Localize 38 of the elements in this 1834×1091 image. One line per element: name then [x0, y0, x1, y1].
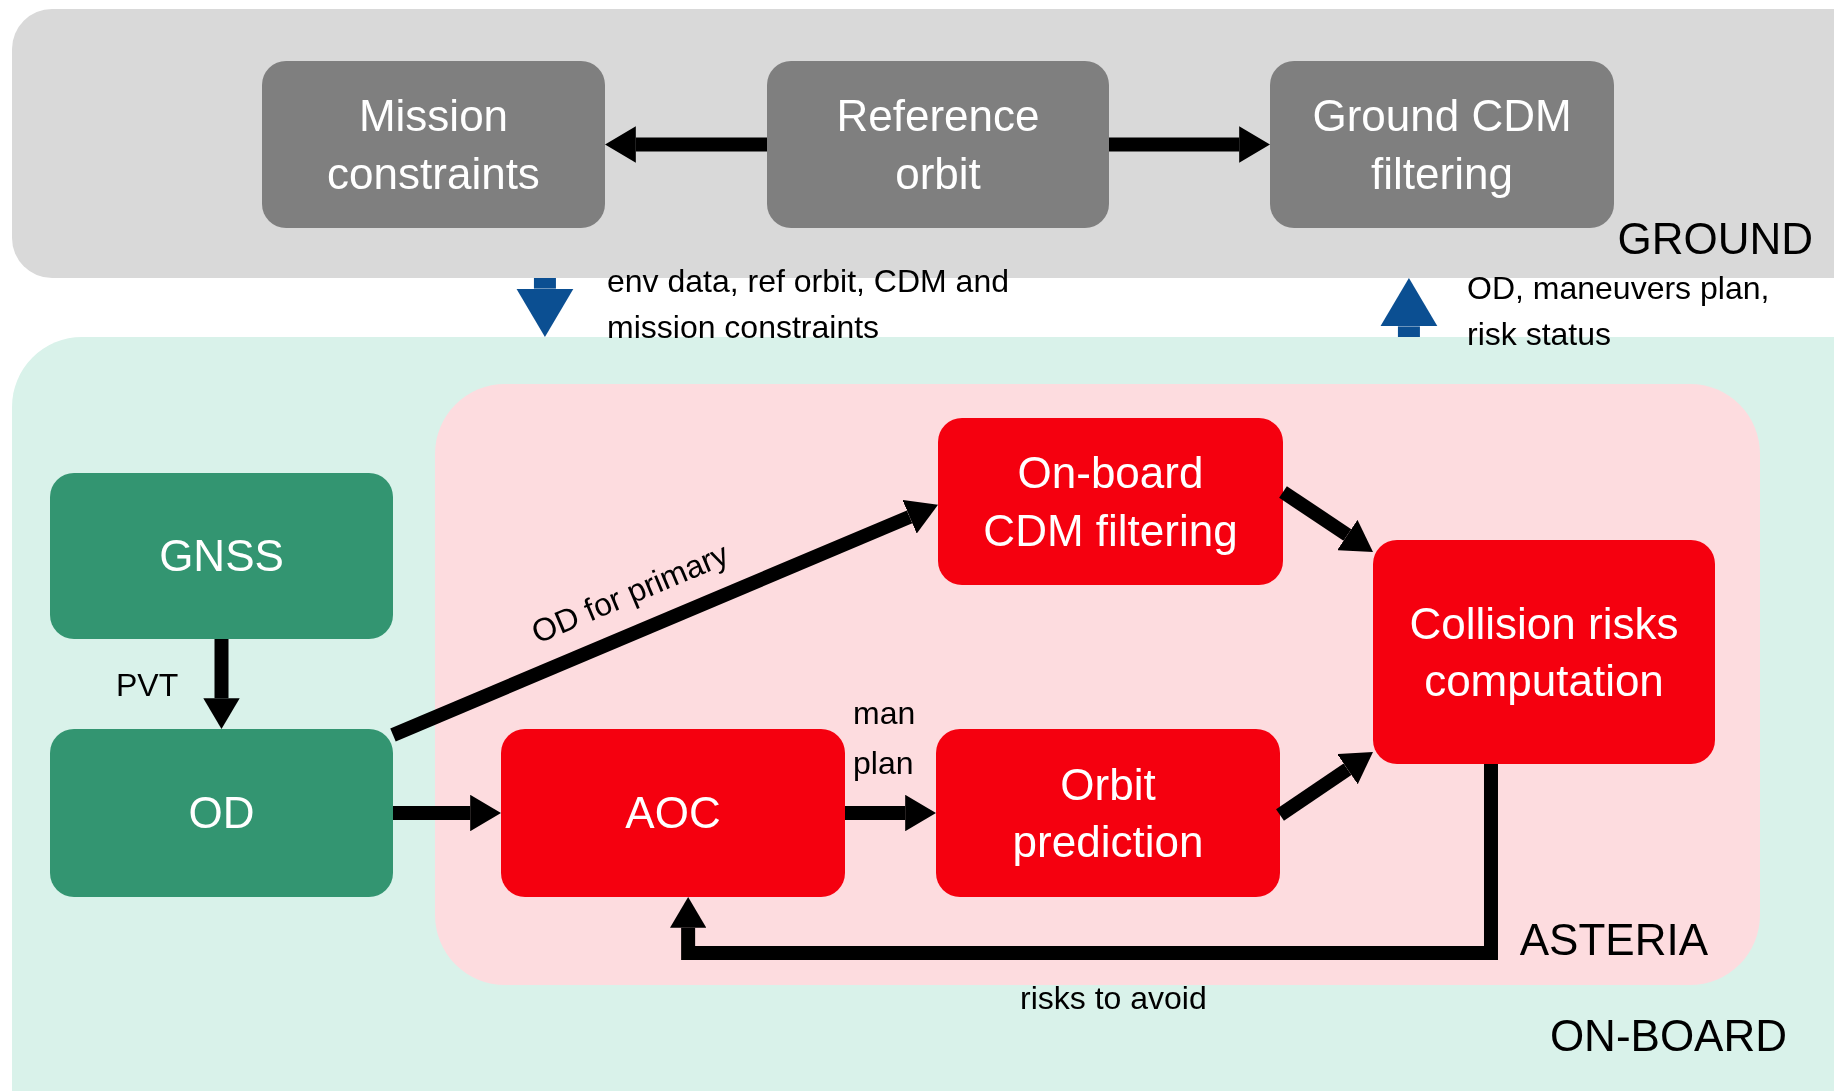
group-heading: ON-BOARD — [1549, 1011, 1787, 1061]
edge-label: risks to avoid — [1020, 979, 1208, 1018]
arrow — [393, 794, 501, 832]
arrow — [669, 764, 1498, 960]
box-label: On-board CDM filtering — [982, 447, 1239, 557]
process-box — [262, 61, 605, 228]
process-box — [501, 729, 845, 897]
process-box — [1270, 61, 1614, 228]
asteria-group — [435, 384, 1760, 985]
edge-label: env data, ref orbit, CDM and mission constraints — [607, 262, 1010, 348]
arrow — [1279, 486, 1373, 553]
group-heading: ASTERIA — [1519, 915, 1708, 965]
arrow — [390, 500, 938, 742]
process-box — [50, 729, 393, 897]
box-label: Ground CDM filtering — [1311, 90, 1573, 200]
arrow — [1380, 278, 1438, 337]
process-box — [938, 418, 1283, 585]
edge-label: PVT — [116, 666, 180, 705]
box-label: OD — [188, 787, 255, 840]
arrow — [1276, 751, 1373, 821]
process-box — [1373, 540, 1715, 764]
group-heading: GROUND — [1617, 214, 1813, 264]
box-label: Reference orbit — [835, 90, 1041, 200]
box-label: Collision risks computation — [1408, 597, 1680, 707]
box-label: AOC — [625, 787, 721, 840]
arrow — [203, 639, 240, 729]
arrow — [516, 278, 574, 337]
arrow — [1109, 126, 1270, 163]
arrow — [845, 794, 936, 832]
box-label: Orbit prediction — [1011, 758, 1205, 868]
box-label: Mission constraints — [326, 90, 541, 200]
box-label: GNSS — [159, 530, 284, 583]
process-box — [50, 473, 393, 639]
arrow — [605, 126, 767, 163]
process-box — [767, 61, 1109, 228]
edge-label: OD, maneuvers plan, risk status — [1467, 269, 1771, 355]
edge-label: man plan — [853, 694, 917, 783]
process-box — [936, 729, 1280, 897]
